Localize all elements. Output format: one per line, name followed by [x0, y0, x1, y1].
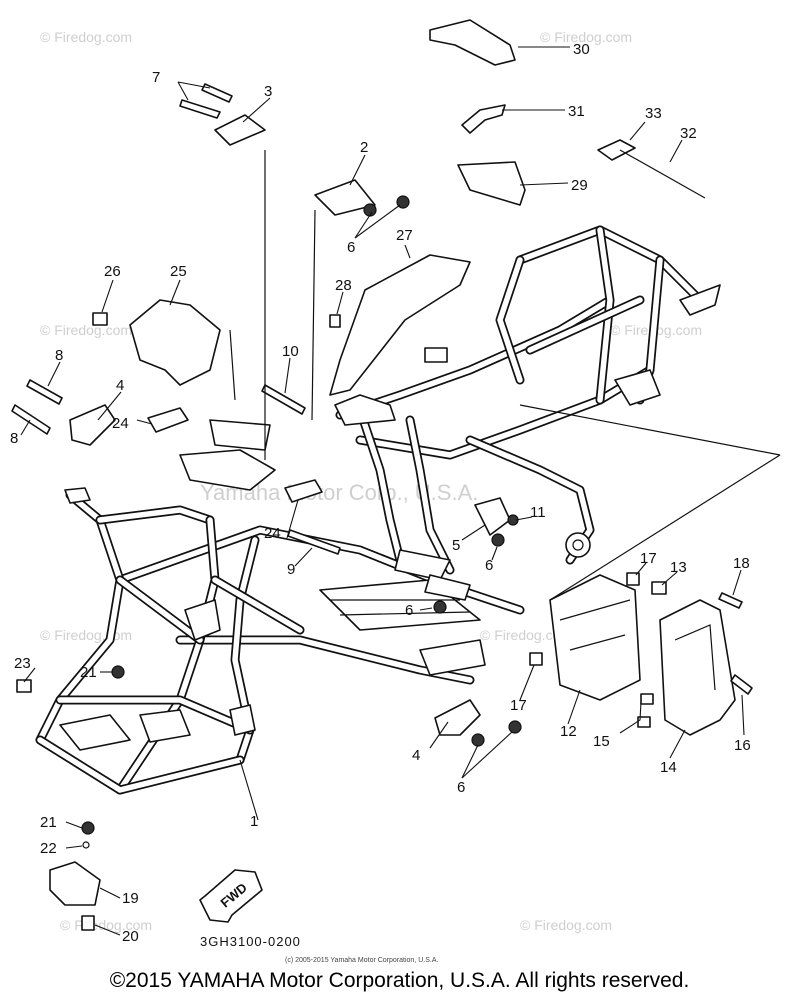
part-5: [474, 497, 511, 536]
callout-17: 17: [640, 550, 657, 567]
part-15: [637, 716, 651, 728]
callout-13: 13: [670, 559, 687, 576]
part-21: [81, 821, 95, 835]
watermark: © Firedog.com: [40, 29, 132, 45]
watermark: © Firedog.com: [40, 322, 132, 338]
callout-15: 15: [593, 733, 610, 750]
callout-3: 3: [264, 83, 272, 100]
watermark: © Firedog.com: [40, 627, 132, 643]
part-17: [529, 652, 543, 666]
diagram-code: 3GH3100-0200: [200, 934, 301, 949]
part-27-block: [424, 347, 448, 363]
callout-33: 33: [645, 105, 662, 122]
callout-28: 28: [335, 277, 352, 294]
callout-23: 23: [14, 655, 31, 672]
part-15: [640, 693, 654, 705]
part-21: [111, 665, 125, 679]
callout-22: 22: [40, 840, 57, 857]
callout-8: 8: [55, 347, 63, 364]
watermark: © Firedog.com: [480, 627, 572, 643]
part-32: [619, 149, 706, 199]
main-frame: [35, 225, 721, 795]
callout-9: 9: [287, 561, 295, 578]
callout-21: 21: [80, 664, 97, 681]
callout-7: 7: [152, 69, 160, 86]
callout-6: 6: [457, 779, 465, 796]
callout-29: 29: [571, 177, 588, 194]
part-30: [429, 19, 516, 66]
part-20: [81, 915, 95, 931]
callout-14: 14: [660, 759, 677, 776]
callout-16: 16: [734, 737, 751, 754]
part-14: [659, 599, 736, 736]
callout-4: 4: [412, 747, 420, 764]
part-31: [461, 104, 506, 134]
guide-lines: [229, 150, 781, 601]
callout-24: 24: [264, 525, 281, 542]
callout-24: 24: [112, 415, 129, 432]
part-8-bolt: [11, 404, 51, 435]
callout-5: 5: [452, 537, 460, 554]
part-25: [129, 299, 221, 386]
part-6-nut: [471, 733, 485, 747]
part-3: [214, 114, 266, 146]
callout-30: 30: [573, 41, 590, 58]
part-19: [49, 861, 101, 906]
part-4: [69, 404, 116, 446]
part-17: [626, 572, 640, 586]
part-24: [284, 479, 323, 503]
callout-27: 27: [396, 227, 413, 244]
part-33: [597, 139, 636, 161]
part-7-bolt: [201, 83, 233, 103]
callout-6: 6: [347, 239, 355, 256]
callout-25: 25: [170, 263, 187, 280]
part-4: [434, 699, 481, 736]
part-16: [730, 674, 753, 695]
callout-1: 1: [250, 813, 258, 830]
callout-4: 4: [116, 377, 124, 394]
part-24: [147, 407, 189, 433]
callout-2: 2: [360, 139, 368, 156]
leader-lines: [20, 46, 745, 936]
callouts: 1 2 3 4 4 5 6 6 6 6 7 8 8 9 10 11 12 13 …: [10, 41, 751, 945]
part-6-nut: [491, 533, 505, 547]
callout-11: 11: [530, 504, 546, 521]
callout-6: 6: [485, 557, 493, 574]
callout-6: 6: [405, 602, 413, 619]
part-18: [718, 592, 743, 609]
part-22: [82, 841, 90, 849]
diagram-copyright-small: (c) 2005-2015 Yamaha Motor Corporation, …: [285, 957, 438, 964]
part-27: [329, 254, 471, 396]
part-8-bolt: [26, 379, 63, 405]
part-10: [261, 384, 306, 415]
callout-18: 18: [733, 555, 750, 572]
part-2: [314, 179, 376, 216]
callout-31: 31: [568, 103, 585, 120]
watermarks: © Firedog.com © Firedog.com © Firedog.co…: [40, 29, 702, 933]
callout-8: 8: [10, 430, 18, 447]
part-7-bolt: [179, 99, 221, 119]
callout-32: 32: [680, 125, 697, 142]
callout-21: 21: [40, 814, 57, 831]
parts: [11, 19, 753, 931]
part-6-nut: [433, 600, 447, 614]
callout-10: 10: [282, 343, 299, 360]
part-29: [457, 161, 526, 206]
watermark: © Firedog.com: [540, 29, 632, 45]
copyright-footer: ©2015 YAMAHA Motor Corporation, U.S.A. A…: [109, 969, 690, 992]
callout-26: 26: [104, 263, 121, 280]
callout-12: 12: [560, 723, 577, 740]
part-12: [549, 574, 641, 701]
fwd-arrow: FWD: [199, 869, 263, 923]
callout-17: 17: [510, 697, 527, 714]
part-26: [92, 312, 108, 326]
watermark: © Firedog.com: [520, 917, 612, 933]
part-28: [329, 314, 341, 328]
callout-20: 20: [122, 928, 139, 945]
part-6-nut: [508, 720, 522, 734]
part-23: [16, 679, 32, 693]
callout-19: 19: [122, 890, 139, 907]
